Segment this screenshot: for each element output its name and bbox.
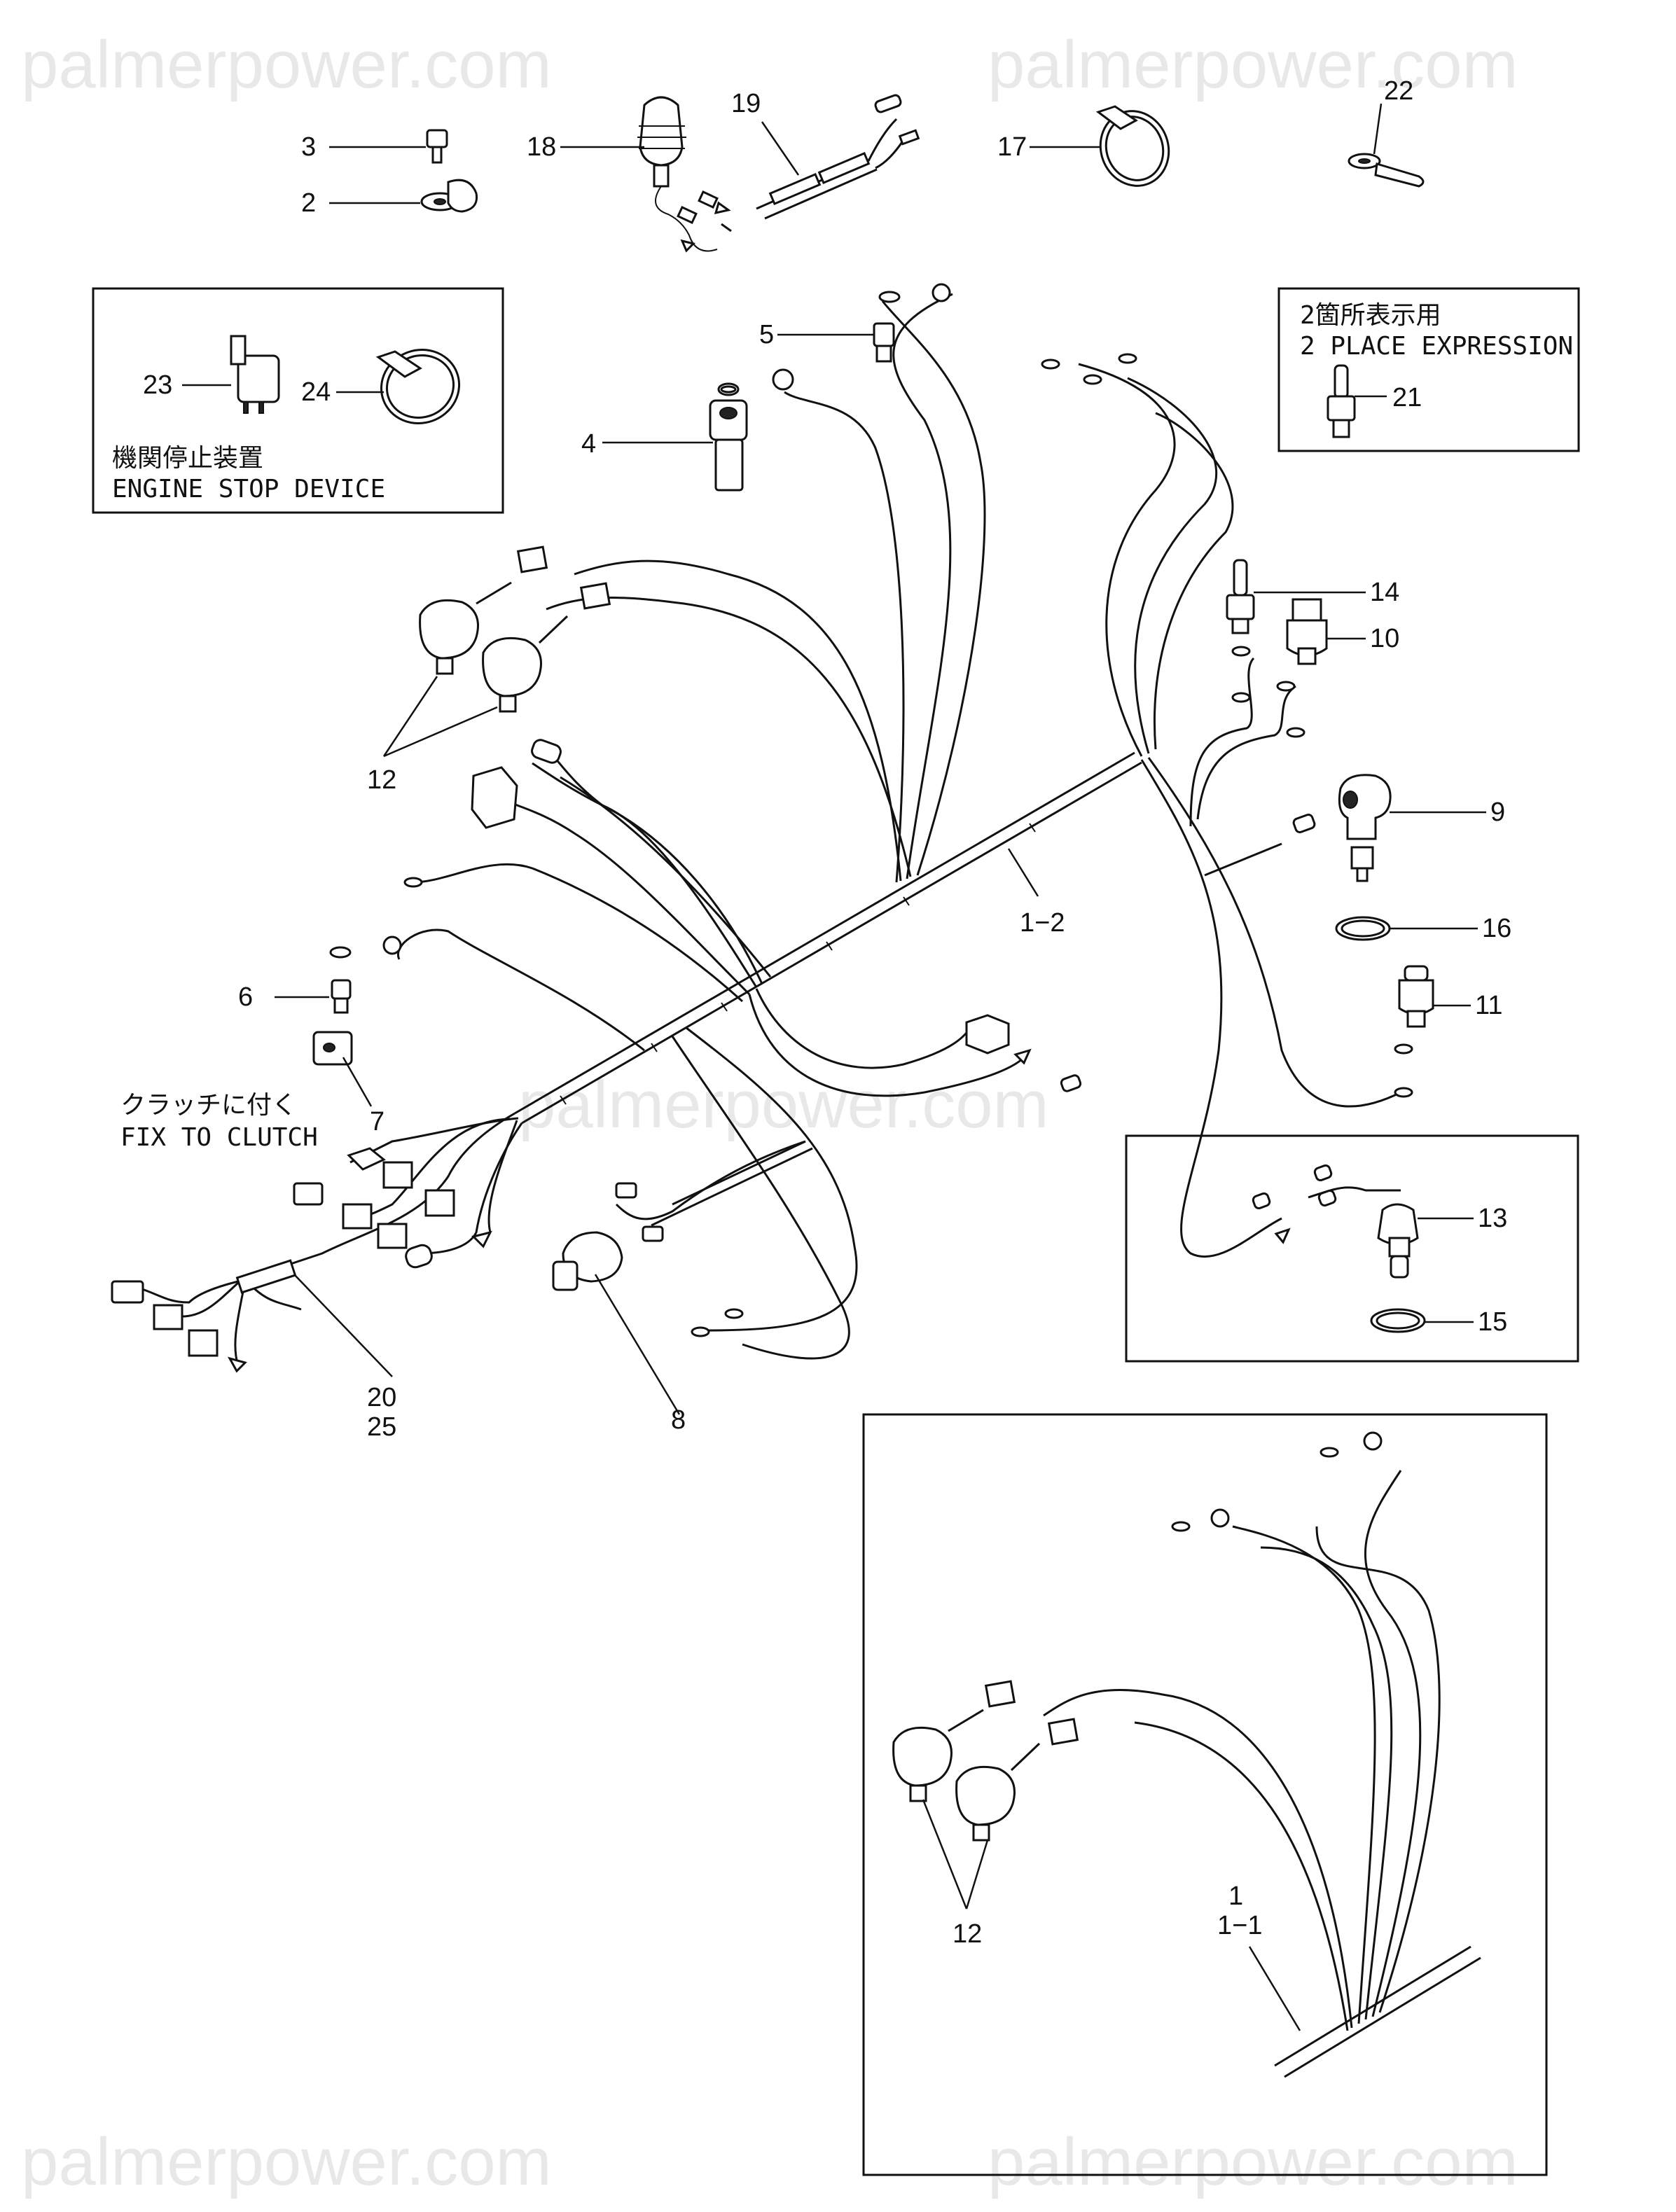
label-part-8: 8 [671, 1405, 686, 1435]
note-two-place-jp: 2箇所表示用 [1300, 301, 1441, 330]
label-part-1-1: 1−1 [1217, 1911, 1262, 1940]
clamp-part-2 [420, 179, 478, 213]
sensor-part-14 [1226, 559, 1255, 634]
sensor-part-5 [873, 283, 951, 363]
harness-1-1-box [862, 1413, 1548, 2176]
label-part-3: 3 [301, 132, 316, 162]
sensor-part-6 [329, 877, 423, 1014]
label-part-2: 2 [301, 188, 316, 218]
leader-lines [182, 103, 1486, 2031]
sub-harness-part-19 [677, 94, 920, 253]
gasket-part-16 [1335, 916, 1391, 941]
sensor-part-21 [1327, 364, 1356, 438]
connector-center-right [965, 1014, 1082, 1092]
label-part-10: 10 [1370, 624, 1399, 653]
gasket-part-15 [1370, 1308, 1426, 1333]
note-clutch-jp: クラッチに付く [120, 1091, 297, 1120]
label-part-7: 7 [370, 1107, 385, 1136]
sensor-part-7 [312, 1031, 353, 1066]
watermark-top-right: palmerpower.com [988, 27, 1518, 102]
sensor-13-box [1125, 1134, 1579, 1363]
connector-part-18 [637, 96, 718, 252]
harness-branches-right [1140, 657, 1401, 1258]
sensor-part-9 [1292, 774, 1392, 882]
label-part-13: 13 [1478, 1204, 1507, 1233]
bolt-part-3 [426, 129, 448, 164]
label-part-1-2: 1−2 [1020, 908, 1065, 938]
label-part-1: 1 [1228, 1881, 1243, 1911]
note-engine-stop-en: ENGINE STOP DEVICE [112, 475, 385, 503]
label-part-19: 19 [731, 89, 761, 118]
harness-branch-sensor-8 [615, 1140, 806, 1220]
relay-part-23 [230, 335, 280, 414]
ring-terminals-upper-right [1041, 353, 1137, 385]
label-part-4: 4 [581, 429, 596, 459]
label-part-18: 18 [527, 132, 556, 162]
sensor-part-8 [552, 1182, 664, 1291]
ring-terminal-part-22 [1348, 153, 1425, 188]
label-part-20: 20 [367, 1383, 396, 1412]
label-part-22: 22 [1384, 76, 1413, 106]
label-part-11: 11 [1475, 991, 1502, 1020]
watermark-bottom-left: palmerpower.com [21, 2124, 552, 2199]
watermark-center: palmerpower.com [518, 1067, 1049, 1142]
label-part-15: 15 [1478, 1307, 1507, 1337]
notes: 機関停止装置 ENGINE STOP DEVICE 2箇所表示用 2 PLACE… [112, 301, 1573, 1152]
label-part-21: 21 [1392, 383, 1422, 412]
label-part-24: 24 [301, 377, 331, 407]
pressure-switch-pair-12-upper [419, 545, 611, 713]
tie-band-part-24 [375, 349, 461, 424]
watermarks: palmerpower.com palmerpower.com palmerpo… [21, 27, 1518, 2199]
sensor-part-10 [1286, 598, 1328, 665]
label-part-17: 17 [997, 132, 1027, 162]
two-place-expression-box [1277, 287, 1580, 452]
note-clutch-en: FIX TO CLUTCH [120, 1123, 318, 1152]
label-part-23: 23 [143, 370, 172, 400]
main-harness-trunk [514, 751, 1142, 1125]
harness-branches-left [396, 755, 1031, 1360]
note-two-place-en: 2 PLACE EXPRESSION [1300, 332, 1573, 361]
label-part-12-upper: 12 [367, 765, 396, 795]
label-part-12-lower: 12 [953, 1919, 982, 1949]
label-part-9: 9 [1490, 798, 1505, 827]
sensor-part-4 [709, 368, 794, 492]
watermark-bottom-right: palmerpower.com [988, 2124, 1518, 2199]
label-part-16: 16 [1482, 914, 1511, 943]
box-bottom-parts [892, 1431, 1383, 1842]
note-engine-stop-jp: 機関停止装置 [112, 444, 263, 473]
part-labels: 3 2 18 19 17 22 23 24 21 5 4 14 10 9 16 … [143, 76, 1511, 1949]
tie-band-part-17 [1095, 105, 1170, 187]
watermark-top-left: palmerpower.com [21, 27, 552, 102]
label-part-14: 14 [1370, 578, 1399, 607]
connector-block-left [471, 739, 562, 829]
ring-terminals-10-14 [1231, 646, 1306, 738]
label-part-6: 6 [238, 982, 253, 1012]
sensor-part-13 [1252, 1164, 1419, 1279]
connector-cluster-left [111, 1147, 492, 1373]
engine-stop-device-box [92, 287, 504, 514]
sensor-part-11 [1394, 965, 1434, 1098]
ring-terminals-near-8 [691, 1308, 744, 1337]
label-part-25: 25 [367, 1412, 396, 1442]
label-part-5: 5 [759, 320, 774, 349]
harness-part-1-1 [1043, 1470, 1481, 2078]
harness-branches-upper [546, 293, 1234, 883]
